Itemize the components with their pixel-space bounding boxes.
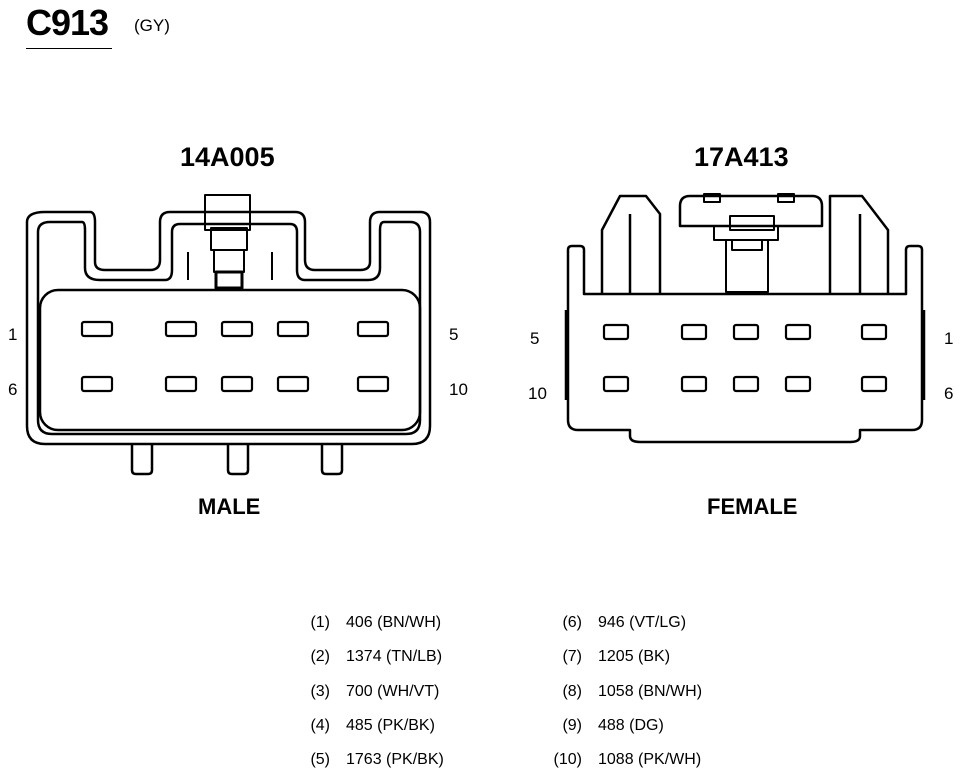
male-pin-label-bottom-right: 10 [449, 380, 468, 399]
female-terminals [602, 323, 888, 393]
legend-pin-number: (1) [310, 614, 330, 631]
male-pin-label-bottom-left: 6 [8, 380, 18, 399]
legend-circuit: 1088 (PK/WH) [598, 751, 702, 768]
legend-circuit: 485 (PK/BK) [346, 717, 435, 734]
legend-pin-number: (4) [310, 717, 330, 734]
connector-id: C913 [26, 2, 109, 43]
legend-circuit: 1763 (PK/BK) [346, 751, 444, 768]
legend-circuit: 1374 (TN/LB) [346, 648, 443, 665]
legend-circuit: 1205 (BK) [598, 648, 671, 665]
legend-circuit: 946 (VT/LG) [598, 614, 687, 631]
female-pin-label-top-left: 5 [530, 329, 540, 348]
female-pin-label-bottom-left: 10 [528, 384, 547, 403]
legend-pin-number: (9) [562, 717, 582, 734]
legend-pin-number: (6) [562, 614, 582, 631]
male-pin-label-top-right: 5 [449, 325, 459, 344]
female-part-number: 17A413 [694, 142, 789, 172]
male-connector-body [25, 194, 432, 476]
legend-circuit: 1058 (BN/WH) [598, 683, 703, 700]
male-terminals [80, 320, 390, 393]
male-label: MALE [198, 494, 261, 519]
connector-color-code: (GY) [134, 16, 170, 35]
female-connector-body [564, 193, 926, 444]
legend-pin-number: (2) [310, 648, 330, 665]
legend-pin-number: (10) [553, 751, 582, 768]
legend-circuit: 406 (BN/WH) [346, 614, 442, 631]
legend-circuit: 488 (DG) [598, 717, 664, 734]
legend-pin-number: (7) [562, 648, 582, 665]
male-part-number: 14A005 [180, 142, 275, 172]
female-label: FEMALE [707, 494, 798, 519]
legend-pin-number: (3) [310, 683, 330, 700]
title-underline [26, 48, 112, 49]
female-pin-label-bottom-right: 6 [944, 384, 954, 403]
female-pin-label-top-right: 1 [944, 329, 954, 348]
legend-pin-number: (5) [310, 751, 330, 768]
legend-circuit: 700 (WH/VT) [346, 683, 440, 700]
legend-pin-number: (8) [562, 683, 582, 700]
male-pin-label-top-left: 1 [8, 325, 18, 344]
